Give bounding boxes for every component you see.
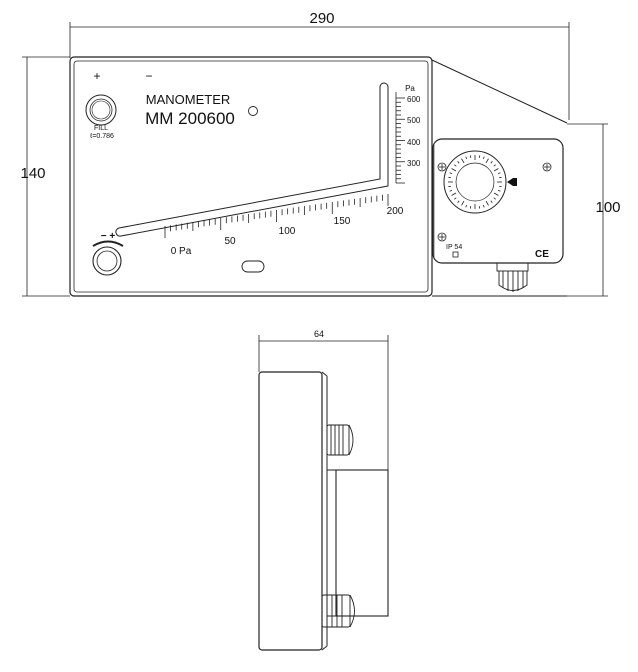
- side-view: [258, 371, 389, 651]
- dial-tick: [497, 172, 501, 174]
- manometer-body: [69, 56, 568, 297]
- dial-tick: [449, 172, 453, 174]
- dial-tick: [485, 158, 489, 164]
- height-dimension-label: 140: [20, 165, 45, 182]
- dial-tick: [465, 156, 467, 160]
- dial-pointer-icon: [507, 178, 517, 186]
- dial-tick: [483, 156, 485, 160]
- incline-scale-label-100: 100: [279, 226, 296, 237]
- minus-port-label: −: [145, 69, 152, 83]
- dial-tick: [454, 197, 457, 200]
- drain-plug: [241, 260, 265, 273]
- dial-tick: [457, 161, 460, 164]
- dial-tick: [483, 204, 485, 208]
- zero-adjust-signs: − +: [101, 231, 116, 242]
- dial-tick: [465, 204, 467, 208]
- manometer-title: MANOMETER: [146, 92, 231, 107]
- setpoint-dial: [443, 150, 507, 214]
- vertical-scale-unit: Pa: [405, 84, 415, 93]
- dial-tick: [493, 164, 496, 167]
- fill-label: FILL: [94, 125, 108, 132]
- manometer-tube: [115, 82, 389, 237]
- dial-tick: [490, 161, 493, 164]
- fill-knob: [85, 94, 117, 126]
- dial-tick: [493, 168, 499, 172]
- level-bubble: [248, 106, 258, 116]
- dial-tick: [451, 192, 457, 196]
- dial-tick: [493, 192, 499, 196]
- cable-gland: [496, 262, 529, 292]
- vertical-scale-label-600: 600: [407, 95, 421, 104]
- vertical-scale-label-500: 500: [407, 116, 421, 125]
- incline-scale-label-0: 0 Pa: [171, 246, 192, 257]
- ip-rating-label: IP 54: [446, 244, 462, 251]
- setpoint-dial-ticks: [448, 155, 502, 209]
- ce-mark: CE: [535, 249, 549, 260]
- incline-scale-label-50: 50: [224, 236, 236, 247]
- density-label: ℓ=0.786: [89, 133, 114, 140]
- manometer-model: MM 200600: [145, 109, 235, 128]
- incline-scale-label-200: 200: [387, 206, 404, 217]
- dial-tick: [461, 158, 465, 164]
- dial-tick: [485, 200, 489, 206]
- dial-tick: [493, 197, 496, 200]
- dial-tick: [457, 200, 460, 203]
- vertical-scale: [395, 92, 405, 184]
- zero-adjust-knob: [92, 246, 122, 276]
- incline-scale: [164, 194, 389, 238]
- vertical-scale-label-300: 300: [407, 159, 421, 168]
- mounting-screw-icon: [437, 162, 552, 242]
- switch-height-dimension-label: 100: [595, 199, 620, 216]
- side-knob-bottom: [321, 594, 355, 628]
- dial-tick: [497, 190, 501, 192]
- dimension-lines: [22, 22, 608, 470]
- vertical-scale-label-400: 400: [407, 138, 421, 147]
- dial-tick: [449, 190, 453, 192]
- dial-tick: [451, 168, 457, 172]
- width-dimension-label: 290: [309, 10, 334, 27]
- side-knob-top: [326, 424, 354, 456]
- depth-dimension-label: 64: [314, 329, 324, 339]
- ip-rating-box: [452, 251, 459, 258]
- plus-port-label: +: [93, 69, 100, 83]
- dial-tick: [461, 200, 465, 206]
- dial-tick: [490, 200, 493, 203]
- dial-tick: [454, 164, 457, 167]
- adjust-arrow-icon: [92, 240, 124, 247]
- incline-scale-label-150: 150: [334, 216, 351, 227]
